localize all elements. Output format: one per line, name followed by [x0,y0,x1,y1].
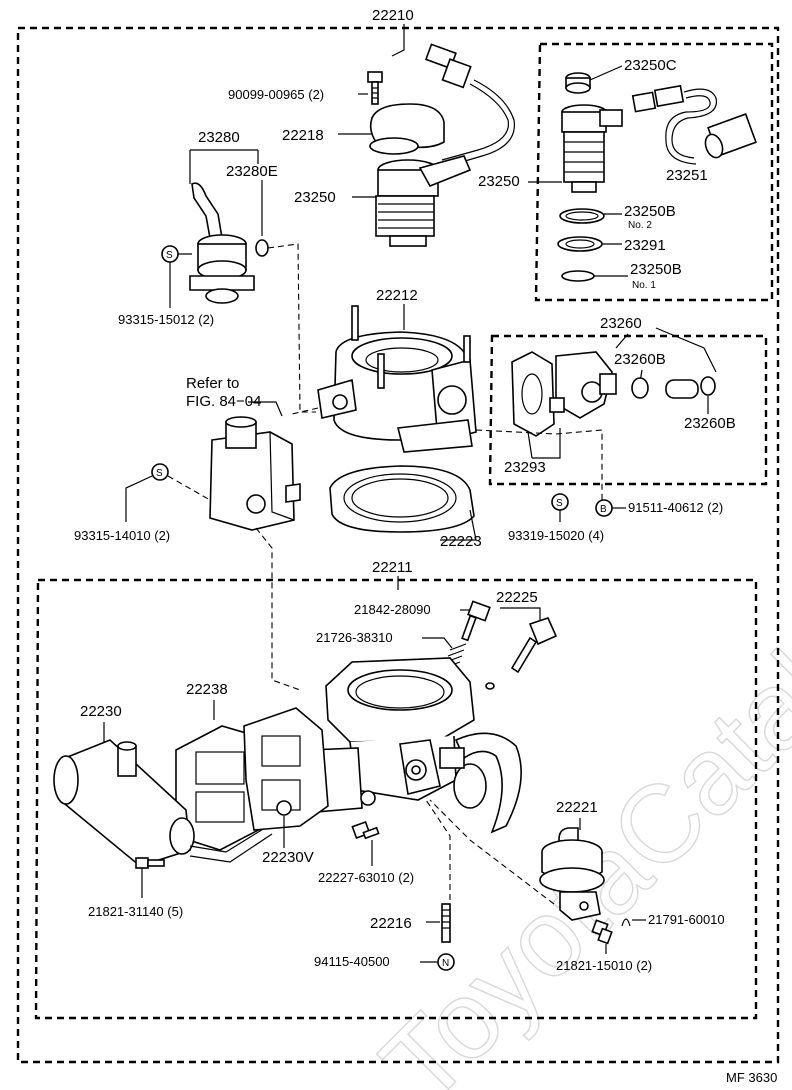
sensor-23250-kit-icon [561,104,623,193]
spring-21726-icon [443,643,467,669]
label-21842-28090: 21842-28090 [354,602,431,617]
label-no1: No. 1 [632,280,656,291]
label-22227-63010: 22227-63010 (2) [318,870,414,885]
label-23280E: 23280E [226,163,278,180]
pressure-regulator-23280-icon [189,182,255,304]
label-22238: 22238 [186,681,228,698]
label-23250-kit: 23250 [478,173,520,190]
label-21821-15010: 21821-15010 (2) [556,958,652,973]
sensor-cover-22218-icon [369,103,445,155]
marker-s-icon-2: S [151,463,169,481]
label-93319-15020: 93319-15020 (4) [508,528,604,543]
label-91511-40612: 91511-40612 (2) [628,500,723,515]
label-23260: 23260 [600,315,642,332]
air-intake-22212-icon [317,305,477,453]
connector-plug-icon [424,43,515,167]
label-21726-38310: 21726-38310 [316,630,393,645]
marker-b-icon: B [595,499,613,517]
connector-23260B-icon [631,376,716,399]
label-93315-15012: 93315-15012 (2) [118,312,214,327]
label-23250-main: 23250 [294,189,336,206]
label-22230V: 22230V [262,849,314,866]
label-21821-31140: 21821-31140 (5) [88,904,183,919]
svg-text:N: N [442,958,449,969]
label-22218: 22218 [282,127,324,144]
marker-s-icon-3: S [551,493,569,511]
label-23280: 23280 [198,129,240,146]
label-22230: 22230 [80,703,122,720]
label-refer-to: Refer to [186,375,239,392]
intake-manifold-icon [243,707,329,831]
harness-23251-icon [631,84,757,165]
leader-22210 [391,24,405,57]
label-23260B-b: 23260B [684,415,736,432]
sensor-23250-icon [375,155,472,247]
label-no2: No. 2 [628,220,652,231]
svg-text:B: B [600,504,607,515]
label-22223: 22223 [440,533,482,550]
label-22216: 22216 [370,915,412,932]
label-23251: 23251 [666,167,708,184]
label-23291: 23291 [624,237,666,254]
bolt-90099-icon [367,71,383,105]
bolt-21821-31140-icon [135,857,165,869]
label-fig-84-04: FIG. 84−04 [186,393,261,410]
figure-code: MF 3630 [726,1070,777,1085]
sensor-kit-frame [534,42,774,302]
idle-speed-valve-22230-icon [53,739,273,867]
label-93315-14010: 93315-14010 (2) [74,528,170,543]
label-94115-40500: 94115-40500 [314,954,390,969]
o-ring-23291-icon [557,236,603,252]
label-23250B-no1: 23250B [630,261,682,278]
adjust-screw-22225-icon [510,617,558,674]
label-23260B-a: 23260B [614,351,666,368]
clip-21791-icon [621,918,631,927]
label-22221: 22221 [556,799,598,816]
control-unit-icon [209,416,301,531]
label-22225: 22225 [496,589,538,606]
label-23293: 23293 [504,459,546,476]
o-ring-small-icon [485,682,495,690]
svg-text:S: S [556,498,563,509]
throttle-body-frame [34,578,758,1020]
marker-n-icon: N [437,953,455,971]
screw-21842-icon [461,600,491,642]
bolt-21821-15010-icon [591,919,613,945]
cap-23250C-icon [565,72,591,94]
gasket-22223-icon [329,465,475,533]
assembly-frame [16,26,780,1064]
stud-22216-icon [441,903,451,943]
svg-text:S: S [166,250,173,261]
label-23250C: 23250C [624,57,677,74]
throttle-position-sensor-icon [549,351,617,419]
label-21791-60010: 21791-60010 [648,912,725,927]
o-ring-23250B-no1-icon [561,270,595,282]
label-22211: 22211 [372,559,413,576]
vacuum-actuator-22221-icon [539,827,605,921]
label-90099-00965: 90099-00965 (2) [228,87,324,102]
bolt-22227-icon [351,820,380,840]
label-22212: 22212 [376,287,418,304]
svg-text:S: S [156,468,163,479]
gasket-23293-icon [511,351,555,437]
marker-s-icon: S [161,245,179,263]
label-22210: 22210 [372,7,414,24]
o-ring-23280E-icon [255,239,269,257]
label-23250B-no2: 23250B [624,203,676,220]
